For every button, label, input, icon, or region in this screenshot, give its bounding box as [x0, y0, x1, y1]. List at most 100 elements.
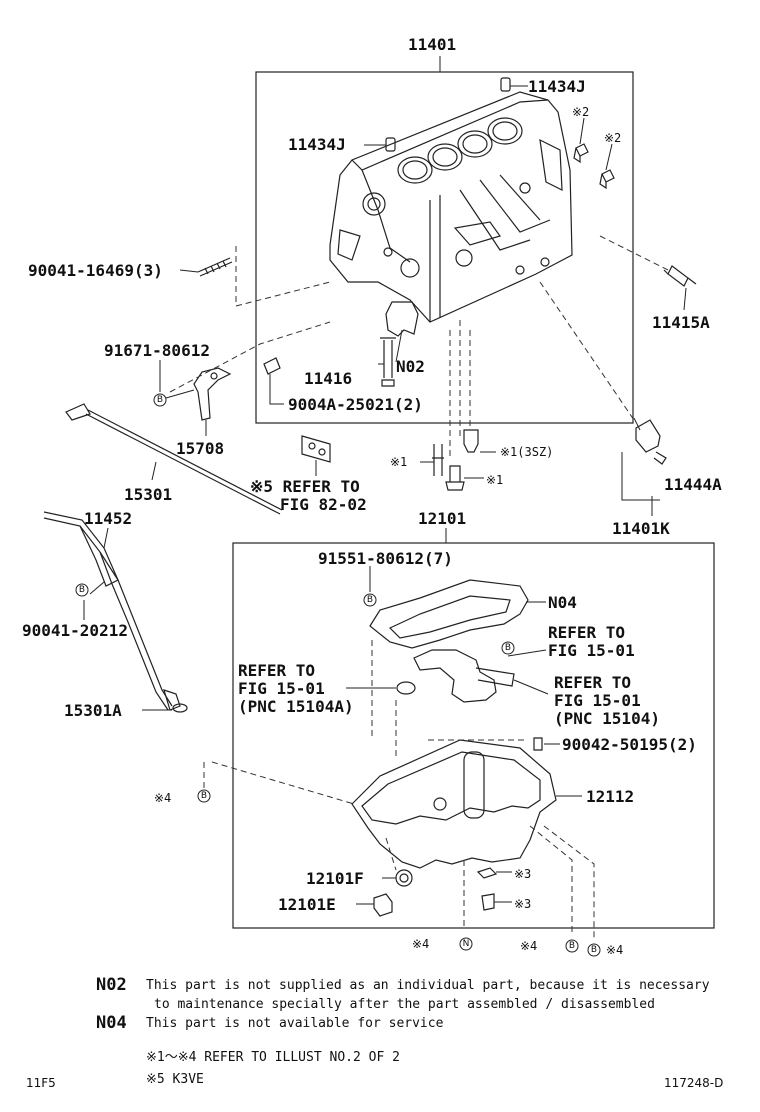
oil-pan-12112: [351, 739, 557, 869]
mark-B-90041: B: [75, 583, 89, 597]
mark-B-91551: B: [363, 593, 377, 607]
bolt-11416: [380, 337, 396, 387]
mark-B-strainer: B: [501, 641, 515, 655]
label-11434J-left: 11434J: [288, 135, 346, 154]
part-labels: 11401 11434J 11434J ※2 ※2 90041-16469(3)…: [22, 35, 722, 957]
label-90041-16469: 90041-16469(3): [28, 261, 163, 280]
mark-N-ref4: N: [459, 937, 473, 951]
label-refer-to-c: REFER TO: [554, 673, 631, 692]
label-ref1-a: ※1: [390, 455, 407, 469]
label-11444A: 11444A: [664, 475, 722, 494]
gasket-15104A: [396, 681, 416, 695]
label-pnc15104: (PNC 15104): [554, 709, 660, 728]
label-fig15-01-b: FIG 15-01: [238, 679, 325, 698]
label-15301: 15301: [124, 485, 172, 504]
svg-text:B: B: [505, 643, 511, 653]
switch-11444A: [635, 419, 667, 465]
label-fig15-01-a: FIG 15-01: [548, 641, 635, 660]
svg-text:N: N: [463, 939, 470, 949]
bolt-90042: [533, 737, 543, 751]
label-ref1-3sz: ※1(3SZ): [500, 445, 553, 459]
label-N04: N04: [548, 593, 577, 612]
label-ref4-c: ※4: [520, 939, 537, 953]
label-ref4-b: ※4: [412, 937, 429, 951]
label-ref1-b: ※1: [486, 473, 503, 487]
label-ref2-b: ※2: [604, 131, 621, 145]
gasket-ref5: [301, 435, 331, 463]
knock-pin-11434J-top: [500, 77, 511, 92]
mark-B-ref4-left: B: [197, 789, 211, 803]
label-15301A: 15301A: [64, 701, 122, 720]
label-refer-to-b: REFER TO: [238, 661, 315, 680]
svg-text:B: B: [79, 585, 85, 595]
label-90042-50195: 90042-50195(2): [562, 735, 697, 754]
pin-9004A: [263, 357, 281, 375]
plug-ref3: [481, 893, 495, 911]
o-ring-15301A: [172, 703, 188, 713]
dipstick-guide-11452: [43, 511, 173, 711]
baffle-plate-N04: [369, 579, 529, 649]
stud-bolt-90041: [197, 257, 233, 277]
label-11416: 11416: [304, 369, 352, 388]
label-ref5-refer: ※5 REFER TO: [250, 477, 360, 496]
sleeve-ref2-b: [599, 169, 615, 190]
label-pnc15104a: (PNC 15104A): [238, 697, 354, 716]
label-11415A: 11415A: [652, 313, 710, 332]
label-ref3-b: ※3: [514, 897, 531, 911]
label-9004A-25021: 9004A-25021(2): [288, 395, 423, 414]
note-code-N04: N04: [96, 1013, 127, 1033]
label-ref2-a: ※2: [572, 105, 589, 119]
label-11401: 11401: [408, 35, 456, 54]
sleeve-ref2-a: [573, 143, 589, 164]
cylinder-block-drawing: [329, 91, 573, 323]
stud-ref1: [432, 444, 444, 476]
label-ref3-a: ※3: [514, 867, 531, 881]
label-90041-20212: 90041-20212: [22, 621, 128, 640]
label-12101E: 12101E: [278, 895, 336, 914]
label-15708: 15708: [176, 439, 224, 458]
label-12112: 12112: [586, 787, 634, 806]
mark-B-91671: B: [153, 393, 167, 407]
sensor-11415A: [663, 265, 697, 287]
label-fig82-02: FIG 82-02: [280, 495, 367, 514]
label-11452: 11452: [84, 509, 132, 528]
label-91671-80612: 91671-80612: [104, 341, 210, 360]
label-N02: N02: [396, 357, 425, 376]
mark-B-ref4-right: B: [587, 943, 601, 957]
svg-text:B: B: [201, 791, 207, 801]
svg-text:B: B: [157, 395, 163, 405]
dashed-guides: [169, 235, 669, 940]
dipstick-15301: [65, 403, 283, 515]
oil-strainer: [413, 649, 497, 703]
footer-left-code: 11F5: [26, 1076, 56, 1090]
label-12101F: 12101F: [306, 869, 364, 888]
bearing-cap-N02: [385, 301, 419, 337]
label-refer-to-a: REFER TO: [548, 623, 625, 642]
leader-lines: [83, 56, 687, 905]
svg-text:B: B: [367, 595, 373, 605]
note-N04-line1: This part is not available for service: [146, 1016, 444, 1031]
svg-text:B: B: [591, 945, 597, 955]
note-ref5: ※5 K3VE: [146, 1072, 204, 1087]
label-12101: 12101: [418, 509, 466, 528]
plug-ref1: [445, 465, 465, 491]
note-N02-line2: to maintenance specially after the part …: [154, 997, 655, 1012]
upper-frame: [255, 71, 634, 424]
label-11401K: 11401K: [612, 519, 670, 538]
note-N02-line1: This part is not supplied as an individu…: [146, 978, 710, 993]
bracket-15708: [193, 367, 232, 421]
bolt-ref1-3sz: [463, 429, 479, 453]
label-11434J-top: 11434J: [528, 77, 586, 96]
note-code-N02: N02: [96, 975, 127, 995]
lower-frame: [232, 542, 715, 929]
footer-right-code: 117248-D: [664, 1076, 724, 1090]
mark-B-ref4-mid: B: [565, 939, 579, 953]
label-fig15-01-c: FIG 15-01: [554, 691, 641, 710]
label-91551-80612: 91551-80612(7): [318, 549, 453, 568]
drain-plug-12101E: [373, 893, 393, 917]
label-ref4-a: ※4: [154, 791, 171, 805]
label-ref4-d: ※4: [606, 943, 623, 957]
note-ref-range: ※1～※4 REFER TO ILLUST NO.2 OF 2: [146, 1050, 400, 1065]
svg-text:B: B: [569, 941, 575, 951]
